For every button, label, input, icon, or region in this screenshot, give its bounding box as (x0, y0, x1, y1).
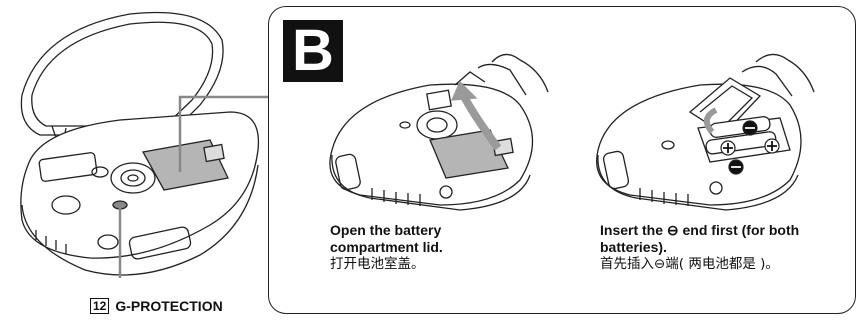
step2-instruction-en: Insert the ⊖ end first (for both batteri… (600, 222, 800, 255)
cd-player-illustration (20, 11, 260, 276)
step2-caption: Insert the ⊖ end first (for both batteri… (600, 222, 850, 273)
step1-caption: Open the battery compartment lid. 打开电池室盖… (330, 222, 550, 273)
step1-instruction-zh: 打开电池室盖。 (330, 256, 425, 272)
step1-illustration (329, 53, 549, 211)
g-protection-callout: 12 G-PROTECTION (90, 298, 223, 314)
callout-label: G-PROTECTION (115, 298, 223, 314)
step1-instruction-en: Open the battery compartment lid. (330, 222, 443, 255)
step-b-panel (268, 6, 856, 314)
callout-lines (118, 95, 268, 278)
step-badge: B (283, 20, 343, 82)
step2-illustration (596, 53, 815, 211)
step2-instruction-zh: 首先插入⊖端( 两电池都是 )。 (600, 256, 779, 272)
callout-number: 12 (90, 298, 110, 314)
